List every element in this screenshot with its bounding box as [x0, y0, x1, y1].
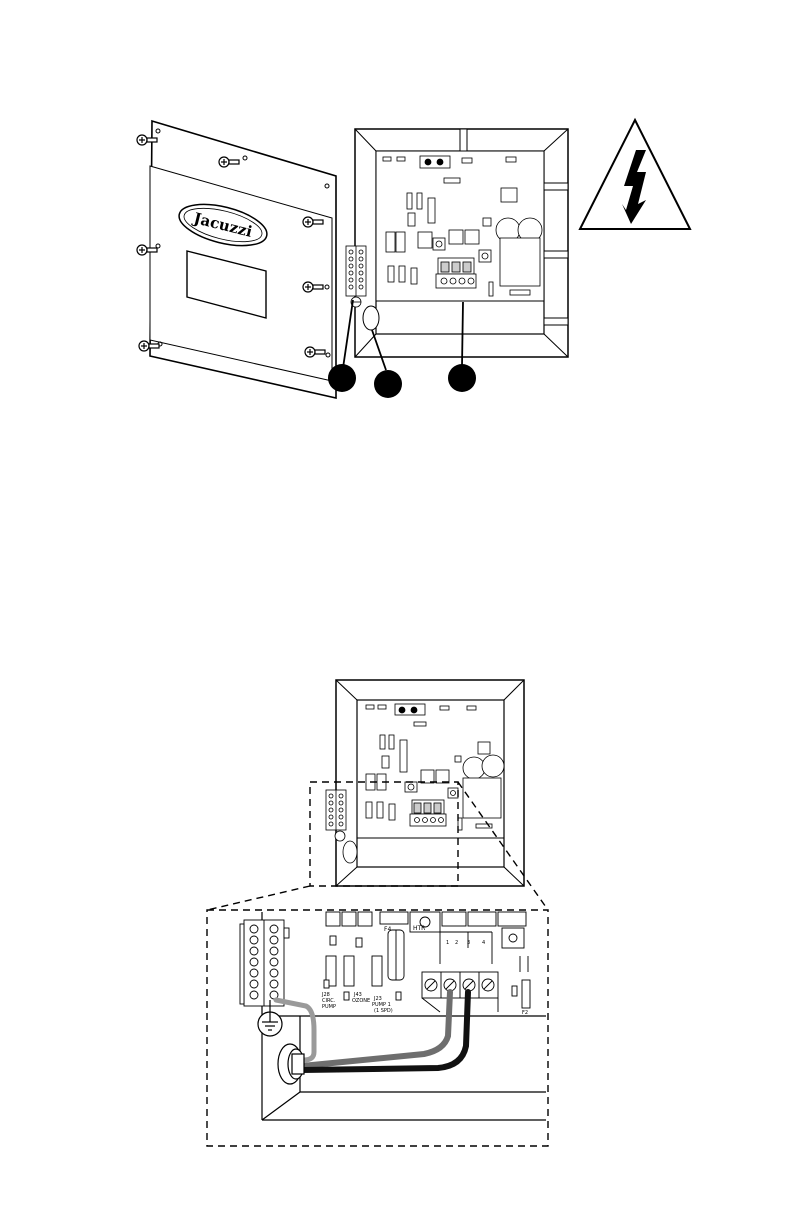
- f2-label: F2: [522, 1010, 528, 1016]
- high-voltage-warning-icon: [580, 120, 690, 229]
- callout-3: [448, 364, 476, 392]
- detail-terminal-strip: [240, 920, 289, 1006]
- terminal-number-4: 4: [482, 940, 485, 946]
- fuse-label: F4: [384, 926, 391, 933]
- terminal-number-2: 2: [455, 940, 458, 946]
- heater-label: HTR: [413, 925, 425, 932]
- circ-pump-label: PUMP: [322, 1004, 336, 1010]
- callout-2: [374, 370, 402, 398]
- exploded-control-box-figure: Jacuzzi: [0, 0, 792, 600]
- wiring-detail-figure: F4 HTR 1 2 3 4 J28 CIRC. PUMP J43 OZONE …: [0, 600, 792, 1224]
- terminal-number-3: 3: [467, 940, 470, 946]
- conduit-knockout: [363, 306, 379, 330]
- pump1-speed-label: (1 SPD): [374, 1008, 393, 1014]
- callout-1: [328, 364, 356, 392]
- ozone-label: OZONE: [352, 998, 370, 1004]
- terminal-number-1: 1: [446, 940, 449, 946]
